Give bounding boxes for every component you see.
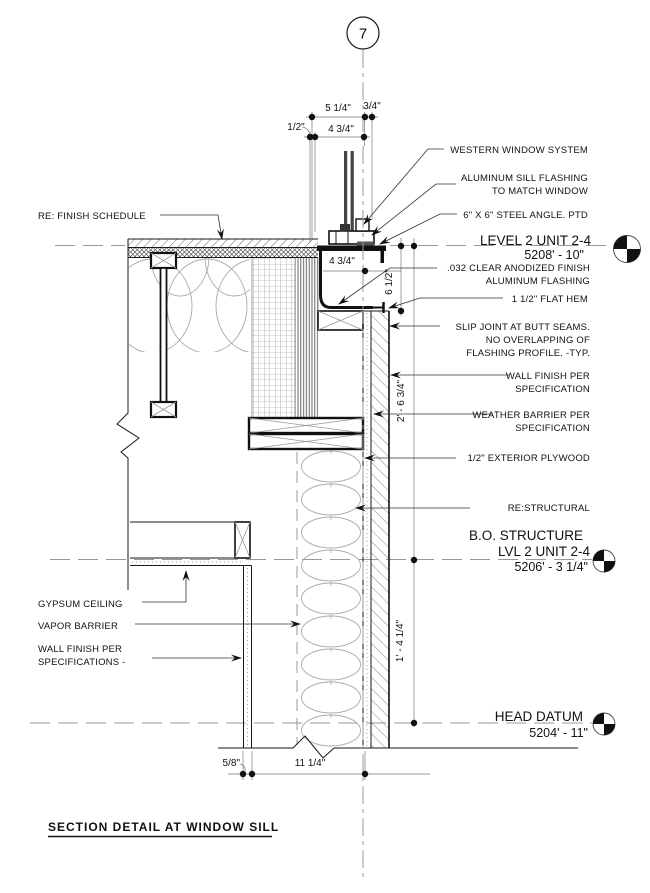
- bo-structure-elevation: 5206' - 3 1/4": [514, 560, 588, 574]
- top-plate-blocking: [317, 310, 364, 331]
- label-vapor-barrier: VAPOR BARRIER: [38, 621, 118, 632]
- head-datum-name: HEAD DATUM: [495, 709, 583, 724]
- dim-4-3-4-sill: 4 3/4": [329, 256, 355, 267]
- label-flat-hem: 1 1/2" FLAT HEM: [512, 294, 588, 305]
- label-alum-sill-1: ALUMINUM SILL FLASHING: [461, 173, 588, 184]
- dim-6-1-2: 6 1/2": [384, 269, 395, 295]
- label-anodized-2: ALUMINUM FLASHING: [486, 276, 590, 287]
- label-weather-2: SPECIFICATION: [515, 423, 590, 434]
- dim-5-8: 5/8": [223, 758, 241, 769]
- angle-flashing-hem: [380, 251, 384, 263]
- label-wall-finish-spec-1: WALL FINISH PER: [38, 644, 122, 655]
- double-blocking: [247, 416, 365, 451]
- level-marker-l2: [613, 235, 641, 263]
- steel-angle: [317, 245, 386, 263]
- label-re-structural: RE:STRUCTURAL: [508, 503, 590, 514]
- right-annotations: WESTERN WINDOW SYSTEM ALUMINUM SILL FLAS…: [447, 145, 590, 514]
- bo-structure-name-2: LVL 2 UNIT 2-4: [498, 544, 591, 559]
- steel-joist: [149, 251, 178, 419]
- ceiling-assembly: [130, 521, 252, 566]
- dim-2-6-3-4: 2' - 6 3/4": [396, 379, 407, 422]
- label-anodized-1: .032 CLEAR ANODIZED FINISH: [447, 263, 590, 274]
- label-re-finish-schedule: RE: FINISH SCHEDULE: [38, 211, 146, 222]
- dim-4-3-4-top: 4 3/4": [328, 124, 354, 135]
- drawing-title-block: SECTION DETAIL AT WINDOW SILL: [48, 820, 279, 838]
- level-marker-hd: [592, 712, 616, 736]
- sill-gasket: [357, 241, 374, 246]
- batt-insulation-lower: [296, 450, 363, 747]
- bo-structure-name-1: B.O. STRUCTURE: [469, 528, 583, 543]
- level-2-elevation: 5208' - 10": [524, 248, 584, 262]
- left-annotations: RE: FINISH SCHEDULE GYPSUM CEILING VAPOR…: [38, 211, 146, 668]
- dim-1-4-1-4: 1' - 4 1/4": [395, 619, 406, 662]
- dim-11-1-4: 11 1/4": [295, 758, 326, 769]
- label-plywood: 1/2" EXTERIOR PLYWOOD: [468, 453, 590, 464]
- gypsum-wall: [243, 565, 252, 748]
- level-texts: LEVEL 2 UNIT 2-4 5208' - 10" B.O. STRUCT…: [469, 233, 591, 740]
- dim-3-4: 3/4": [363, 101, 381, 112]
- label-slip-joint-2: NO OVERLAPPING OF: [486, 335, 590, 346]
- label-wall-finish-spec-2: SPECIFICATIONS -: [38, 657, 125, 668]
- exterior-finish-hatch: [371, 311, 389, 748]
- annotation-leaders: [135, 148, 509, 662]
- bottom-dimensions: 5/8" 11 1/4": [223, 751, 430, 780]
- dim-1-2: 1/2": [287, 122, 305, 133]
- level-2-name: LEVEL 2 UNIT 2-4: [480, 233, 592, 248]
- label-weather-1: WEATHER BARRIER PER: [472, 410, 590, 421]
- rim-board-region: [295, 258, 319, 418]
- head-datum-elevation: 5204' - 11": [529, 726, 588, 740]
- label-slip-joint-3: FLASHING PROFILE. -TYP.: [466, 348, 590, 359]
- drawing-title: SECTION DETAIL AT WINDOW SILL: [48, 820, 279, 834]
- grout-grid-region: [251, 258, 296, 418]
- label-wall-finish-1: WALL FINISH PER: [506, 371, 590, 382]
- window-mullion: [344, 151, 354, 231]
- right-dimension-chain: 6 1/2" 2' - 6 3/4" 1' - 4 1/4": [384, 238, 418, 727]
- bottom-break-line: [218, 735, 578, 759]
- label-western-window: WESTERN WINDOW SYSTEM: [450, 145, 588, 156]
- label-steel-angle: 6" X 6" STEEL ANGLE. PTD: [463, 210, 588, 221]
- label-wall-finish-2: SPECIFICATION: [515, 384, 590, 395]
- detail-number: 7: [359, 26, 367, 43]
- top-dimensions: 5 1/4" 3/4" 1/2" 4 3/4": [287, 101, 381, 243]
- sill-offset-dimension: 4 3/4": [323, 256, 401, 275]
- label-alum-sill-2: TO MATCH WINDOW: [492, 186, 588, 197]
- aluminum-z-flashing: [319, 251, 385, 313]
- label-slip-joint-1: SLIP JOINT AT BUTT SEAMS.: [455, 322, 590, 333]
- label-gypsum-ceiling: GYPSUM CEILING: [38, 599, 123, 610]
- interior-break-line: [116, 239, 140, 590]
- dim-5-1-4: 5 1/4": [325, 103, 351, 114]
- exterior-wall-layers: [362, 310, 390, 748]
- detail-bubble: 7: [346, 16, 380, 50]
- level-marker-bo: [592, 549, 616, 573]
